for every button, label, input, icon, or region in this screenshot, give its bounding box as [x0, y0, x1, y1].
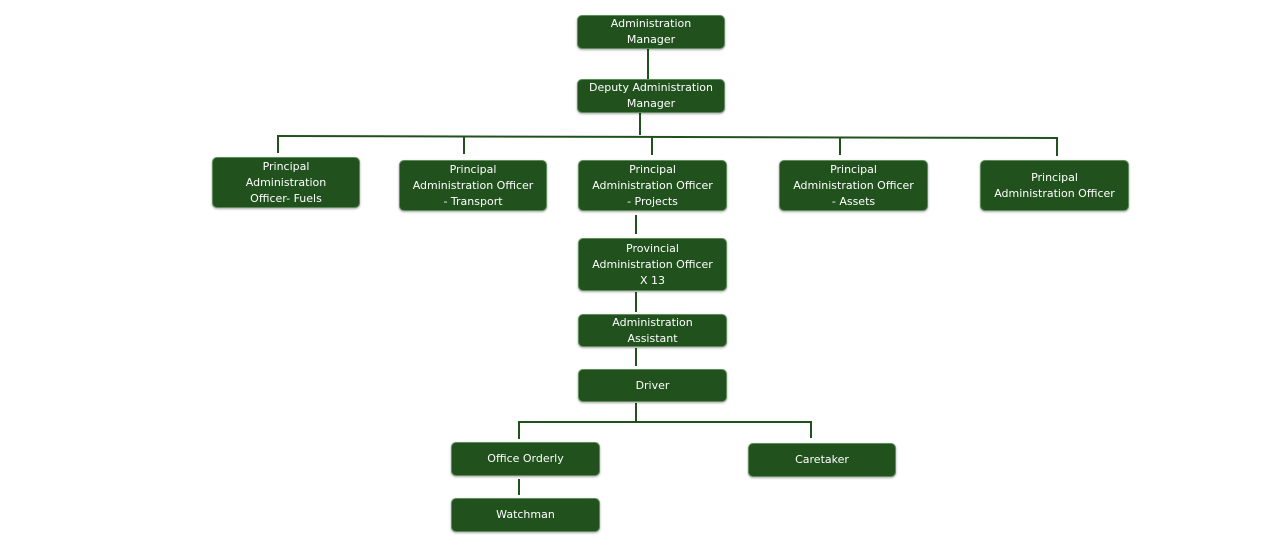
node-driver: Driver [578, 369, 727, 402]
node-administration-assistant: Administration Assistant [578, 314, 727, 347]
node-deputy-administration-manager: Deputy Administration Manager [577, 79, 725, 113]
node-principal-officer-projects: Principal Administration Officer - Proje… [578, 160, 727, 211]
node-administration-manager: Administration Manager [577, 15, 725, 49]
node-provincial-administration-officer: Provincial Administration Officer X 13 [578, 238, 727, 291]
node-principal-officer-transport: Principal Administration Officer - Trans… [399, 160, 547, 211]
node-principal-officer-fuels: Principal Administration Officer- Fuels [212, 157, 360, 208]
node-office-orderly: Office Orderly [451, 442, 600, 476]
node-caretaker: Caretaker [748, 443, 896, 477]
connector-officers-bus [276, 135, 1059, 139]
node-watchman: Watchman [451, 498, 600, 532]
node-principal-officer-assets: Principal Administration Officer - Asset… [779, 160, 928, 211]
node-principal-administration-officer: Principal Administration Officer [980, 160, 1129, 211]
